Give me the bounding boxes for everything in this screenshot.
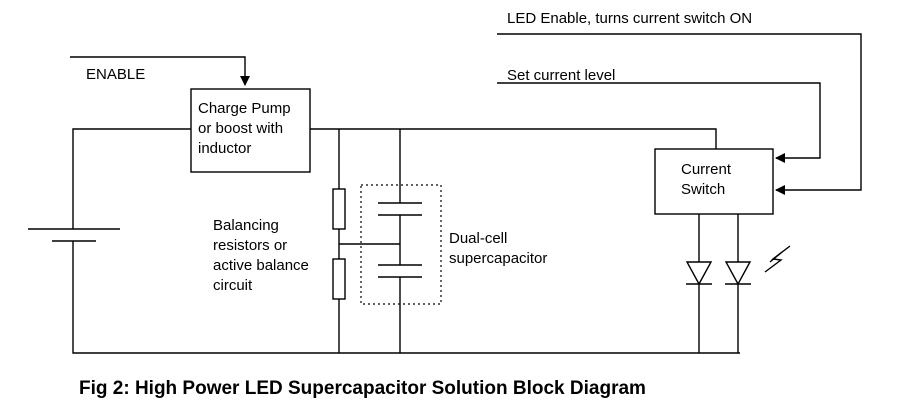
set-current-label: Set current level xyxy=(507,67,615,84)
battery-symbol xyxy=(28,228,120,242)
current-switch-block: Current Switch xyxy=(654,148,774,215)
enable-signal: ENABLE xyxy=(70,56,250,86)
led-diode-1 xyxy=(685,261,713,286)
figure-caption: Fig 2: High Power LED Supercapacitor Sol… xyxy=(79,378,646,399)
main-wiring xyxy=(72,128,740,354)
svg-text:Dual-cell: Dual-cell xyxy=(449,230,507,247)
charge-pump-line-2: or boost with xyxy=(198,120,283,137)
svg-text:supercapacitor: supercapacitor xyxy=(449,250,547,267)
svg-text:circuit: circuit xyxy=(213,277,253,294)
current-switch-line-2: Switch xyxy=(681,181,725,198)
charge-pump-line-1: Charge Pump xyxy=(198,100,291,117)
svg-text:Balancing: Balancing xyxy=(213,217,279,234)
led-diode-2 xyxy=(724,261,752,286)
led-enable-label: LED Enable, turns current switch ON xyxy=(507,10,752,27)
charge-pump-line-3: inductor xyxy=(198,140,251,157)
light-emission-icon xyxy=(764,245,791,273)
led-enable-signal: LED Enable, turns current switch ON xyxy=(497,10,862,195)
balancing-label: Balancing resistors or active balance ci… xyxy=(213,217,309,294)
svg-text:active balance: active balance xyxy=(213,257,309,274)
set-current-signal: Set current level xyxy=(497,67,821,163)
svg-text:resistors or: resistors or xyxy=(213,237,287,254)
supercap-label: Dual-cell supercapacitor xyxy=(449,230,547,267)
dual-cell-supercapacitor xyxy=(360,184,442,305)
current-switch-line-1: Current xyxy=(681,161,732,178)
enable-label: ENABLE xyxy=(86,66,145,83)
balancing-resistors xyxy=(332,188,346,300)
charge-pump-block: Charge Pump or boost with inductor xyxy=(190,88,311,173)
